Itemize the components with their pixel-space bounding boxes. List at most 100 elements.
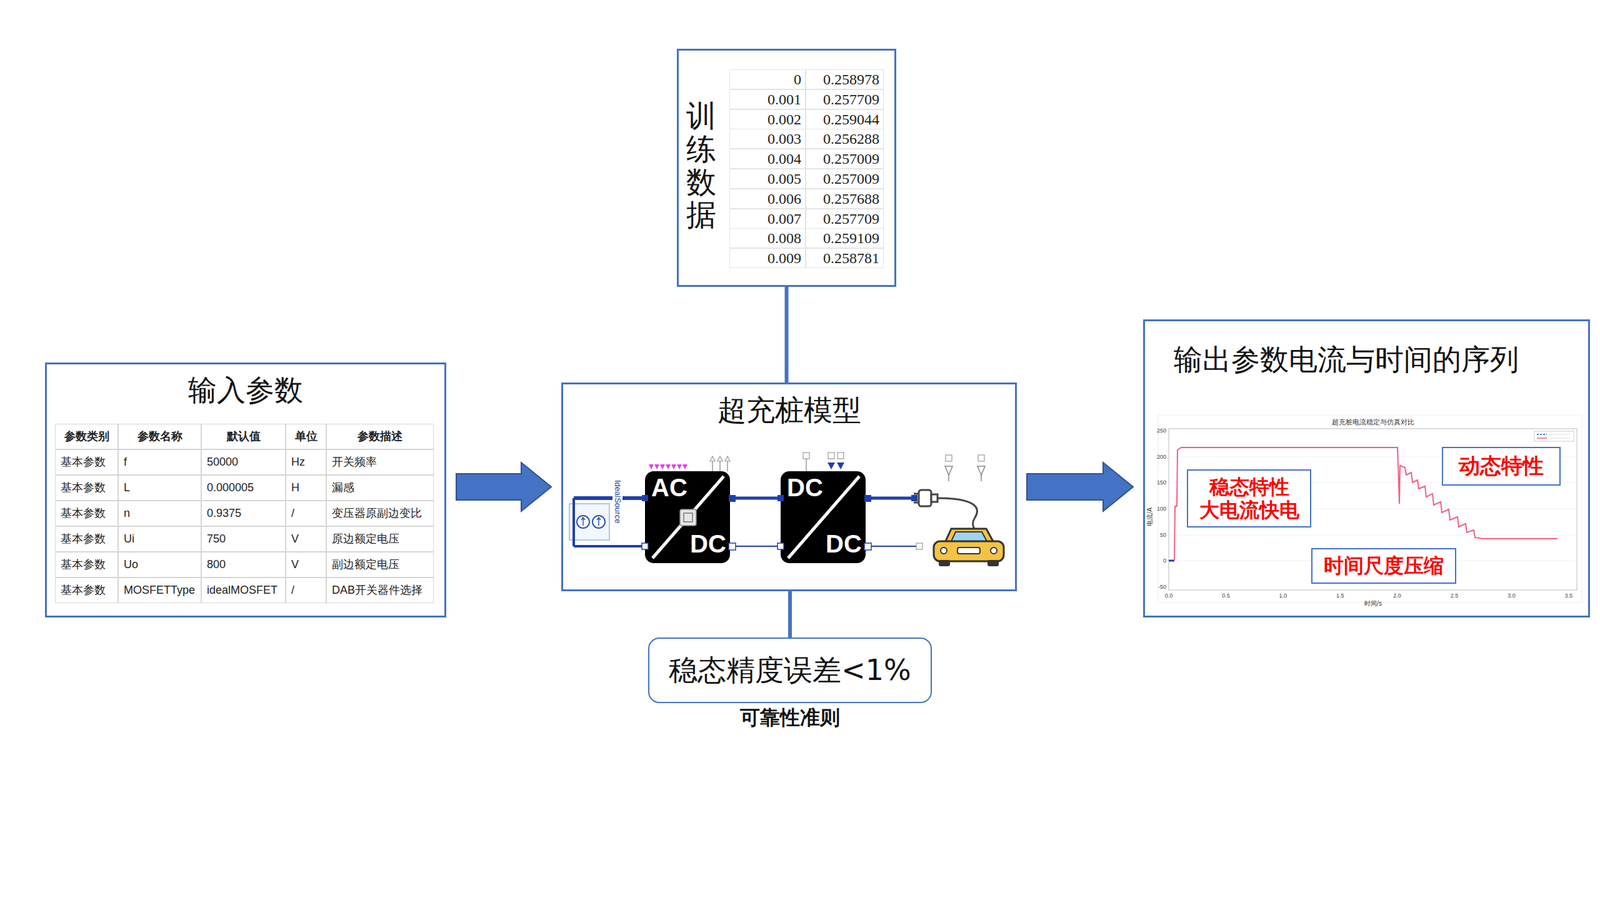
table-cell: 0.007 bbox=[729, 208, 806, 229]
table-cell: 基本参数 bbox=[55, 526, 119, 552]
node-title: 稳态精度误差<1% bbox=[668, 653, 912, 688]
table-header: 参数名称 bbox=[118, 423, 202, 450]
axis-label: 时间/s bbox=[1354, 600, 1392, 608]
table-cell: 0.259109 bbox=[805, 228, 884, 249]
table-cell: 0.001 bbox=[729, 89, 806, 110]
node-title: 训练数据 bbox=[686, 99, 717, 232]
tick-label: 200 bbox=[1141, 453, 1167, 461]
table-header: 参数类别 bbox=[55, 423, 119, 450]
tick-label: 2.0 bbox=[1388, 591, 1407, 600]
table-cell: 50000 bbox=[201, 449, 286, 475]
table-cell: / bbox=[285, 577, 327, 604]
tick-label: 50 bbox=[1141, 531, 1167, 539]
table-cell: idealMOSFET bbox=[201, 577, 286, 604]
table-cell: 0.006 bbox=[729, 188, 806, 209]
model-box: 超充桩模型 bbox=[561, 382, 1017, 592]
node-title: 稳态特性 bbox=[1209, 475, 1290, 499]
table-cell: Ui bbox=[118, 526, 202, 552]
table-cell: 0.257009 bbox=[805, 148, 884, 169]
node-title: 输入参数 bbox=[46, 373, 445, 408]
table-cell: 0.258781 bbox=[805, 248, 884, 269]
table-cell: 基本参数 bbox=[55, 551, 119, 578]
source-name: IdealSource bbox=[612, 478, 623, 525]
tick-label: 0.5 bbox=[1216, 591, 1235, 600]
criterion-box: 稳态精度误差<1%可靠性准则 bbox=[648, 637, 932, 704]
table-cell: DAB开关器件选择 bbox=[326, 577, 434, 604]
table-cell: 漏感 bbox=[326, 475, 434, 501]
table-cell: 基本参数 bbox=[55, 475, 119, 501]
converter-port-label: DC bbox=[786, 475, 824, 500]
table-cell: 0.258978 bbox=[805, 69, 884, 90]
table-cell: V bbox=[285, 526, 327, 552]
chart-title: 超充桩电流稳定与仿真对比 bbox=[1279, 418, 1467, 427]
table-cell: H bbox=[285, 475, 327, 501]
table-cell: 基本参数 bbox=[55, 500, 119, 527]
table-cell: 0.257688 bbox=[805, 188, 884, 209]
table-cell: 0.002 bbox=[729, 109, 806, 130]
tick-label: -50 bbox=[1141, 583, 1167, 591]
table-cell: f bbox=[118, 449, 202, 475]
table-cell: 副边额定电压 bbox=[326, 551, 434, 578]
converter-port-label: DC bbox=[825, 531, 862, 557]
tick-label: 0.0 bbox=[1159, 591, 1179, 600]
input-params-box: 输入参数 bbox=[45, 362, 447, 618]
table-cell: 0.008 bbox=[729, 228, 806, 249]
table-cell: MOSFETType bbox=[118, 577, 202, 604]
table-cell: 0.256288 bbox=[805, 128, 884, 149]
table-cell: V bbox=[285, 551, 327, 578]
table-cell: L bbox=[118, 475, 202, 501]
tick-label: 3.0 bbox=[1501, 591, 1521, 600]
table-cell: 变压器原副边变比 bbox=[326, 500, 434, 527]
table-cell: 0.257009 bbox=[805, 168, 884, 189]
node-title: 超充桩模型 bbox=[563, 393, 1015, 428]
block-arrow bbox=[1026, 462, 1134, 512]
tick-label: 3.5 bbox=[1559, 591, 1579, 600]
node-subtitle: 可靠性准则 bbox=[611, 705, 969, 730]
table-cell: 0.009 bbox=[729, 248, 806, 269]
charging-car-icon bbox=[913, 455, 1004, 567]
axis-label: 电流/A bbox=[1146, 507, 1154, 527]
node-title: 时间尺度压缩 bbox=[1323, 554, 1444, 578]
tick-label: 100 bbox=[1141, 505, 1167, 513]
table-cell: 0.259044 bbox=[805, 109, 884, 130]
dc-dc-converter bbox=[777, 452, 872, 564]
callout-box: 时间尺度压缩 bbox=[1311, 548, 1457, 584]
table-header: 默认值 bbox=[201, 423, 286, 450]
node-title: 动态特性 bbox=[1458, 453, 1544, 479]
table-cell: 基本参数 bbox=[55, 577, 119, 604]
ac-dc-converter bbox=[641, 456, 736, 564]
table-header: 参数描述 bbox=[326, 423, 434, 450]
output-box: 输出参数电流与时间的序列稳态特性大电流快电 动态特性时间尺度压缩 bbox=[1143, 319, 1590, 618]
tick-label: 1.0 bbox=[1273, 591, 1293, 600]
converter-port-label: AC bbox=[651, 475, 688, 500]
table-cell: 0.000005 bbox=[201, 475, 286, 501]
node-title: 输出参数电流与时间的序列 bbox=[1173, 342, 1519, 377]
table-cell: 0.005 bbox=[729, 168, 806, 189]
table-header: 单位 bbox=[285, 423, 327, 450]
table-cell: n bbox=[118, 500, 202, 527]
table-cell: / bbox=[285, 500, 327, 527]
table-cell: Hz bbox=[285, 449, 327, 475]
converter-port-label: DC bbox=[690, 531, 727, 557]
table-cell: 800 bbox=[201, 551, 286, 578]
table-cell: 基本参数 bbox=[55, 449, 119, 475]
connector-line bbox=[788, 591, 792, 638]
dc-bus-wire bbox=[735, 498, 781, 547]
table-cell: 0.257709 bbox=[805, 208, 884, 229]
table-cell: 原边额定电压 bbox=[326, 526, 434, 552]
table-cell: 0.257709 bbox=[805, 89, 884, 110]
table-cell: 0.003 bbox=[729, 128, 806, 149]
ideal-source-symbol bbox=[569, 498, 645, 547]
table-cell: 750 bbox=[201, 526, 286, 552]
block-arrow bbox=[456, 462, 552, 512]
table-cell: Uo bbox=[118, 551, 202, 578]
connector-line bbox=[785, 286, 789, 383]
training-data-box: 训练数据 bbox=[676, 48, 897, 287]
node-subtitle: 大电流快电 bbox=[1199, 498, 1300, 522]
current-time-chart bbox=[1158, 415, 1582, 603]
tick-label: 150 bbox=[1141, 478, 1167, 487]
